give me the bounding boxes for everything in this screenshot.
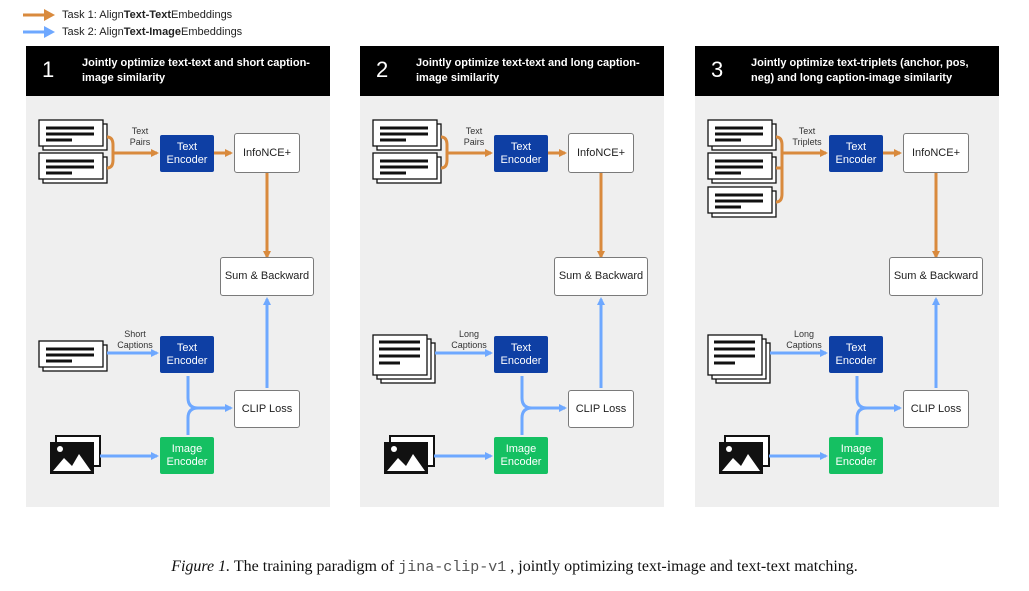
text-doc-icon-3	[707, 186, 777, 218]
panel-1-connectors	[38, 119, 271, 474]
long-caption-doc-icon	[372, 334, 436, 384]
legend-task2-suffix: Embeddings	[181, 25, 243, 38]
panel-1-text-encoder: Text Encoder	[160, 135, 214, 172]
panel-3-connectors	[707, 119, 940, 474]
legend-task2: Task 2: Align Text-Image Embeddings	[22, 23, 242, 40]
long-caption-doc-icon	[707, 334, 771, 384]
panel-1-number: 1	[42, 57, 55, 82]
caption-model-name: jina-clip-v1	[398, 559, 507, 576]
panel-3-infonce: InfoNCE+	[903, 133, 969, 173]
panel-2-caption-encoder: Text Encoder	[494, 336, 548, 373]
panel-3-number: 3	[711, 57, 724, 82]
legend-task1-suffix: Embeddings	[171, 8, 233, 21]
text-doc-icon-2	[707, 152, 777, 184]
panel-1-image-encoder: Image Encoder	[160, 437, 214, 474]
panel-2: 2 Jointly optimize text-text and long ca…	[360, 46, 664, 507]
panel-2-connectors	[372, 119, 605, 474]
caption-doc-icon	[38, 340, 108, 372]
panel-1-caption-label: Short Captions	[117, 329, 153, 350]
panel-2-number: 2	[376, 57, 389, 82]
caption-text-after: , jointly optimizing text-image and text…	[506, 558, 858, 575]
legend: Task 1: Align Text-Text Embeddings Task …	[22, 6, 242, 40]
panel-3-text-encoder: Text Encoder	[829, 135, 883, 172]
panel-2-infonce: InfoNCE+	[568, 133, 634, 173]
panel-1-clip-loss: CLIP Loss	[234, 390, 300, 428]
orange-arrow-icon	[23, 8, 55, 21]
panel-1-sum-backward: Sum & Backward	[220, 257, 314, 296]
panel-2-header: 2 Jointly optimize text-text and long ca…	[360, 46, 664, 96]
legend-task2-prefix: Task 2: Align	[62, 25, 124, 38]
image-stack-icon	[719, 435, 770, 474]
panel-3-image-encoder: Image Encoder	[829, 437, 883, 474]
legend-task1-bold: Text-Text	[123, 8, 172, 21]
legend-task1-prefix: Task 1: Align	[62, 8, 124, 21]
panel-3-sum-backward: Sum & Backward	[889, 257, 983, 296]
text-doc-icon-1	[38, 119, 108, 151]
text-doc-icon-1	[372, 119, 442, 151]
image-stack-icon	[384, 435, 435, 474]
panel-2-title: Jointly optimize text-text and long capt…	[416, 57, 640, 84]
panel-2-pair-label: Text Pairs	[463, 126, 485, 147]
caption-text-before: The training paradigm of	[230, 558, 399, 575]
panel-2-text-encoder: Text Encoder	[494, 135, 548, 172]
panel-2-caption-label: Long Captions	[451, 329, 487, 350]
blue-arrow-icon	[23, 25, 55, 38]
panel-2-sum-backward: Sum & Backward	[554, 257, 648, 296]
legend-task1: Task 1: Align Text-Text Embeddings	[22, 6, 242, 23]
panel-3-header: 3 Jointly optimize text-triplets (anchor…	[695, 46, 999, 96]
text-doc-icon-2	[372, 152, 442, 184]
panel-3-caption-encoder: Text Encoder	[829, 336, 883, 373]
panel-3-clip-loss: CLIP Loss	[903, 390, 969, 428]
panel-1-infonce: InfoNCE+	[234, 133, 300, 173]
image-stack-icon	[50, 435, 101, 474]
panel-1-caption-encoder: Text Encoder	[160, 336, 214, 373]
panel-3-caption-label: Long Captions	[786, 329, 822, 350]
text-doc-icon-1	[707, 119, 777, 151]
panel-3-triplet-label: Text Triplets	[792, 126, 822, 147]
panel-3: 3 Jointly optimize text-triplets (anchor…	[695, 46, 999, 507]
figure-caption: Figure 1. The training paradigm of jina-…	[0, 558, 1029, 576]
panel-1: 1 Jointly optimize text-text and short c…	[26, 46, 330, 507]
panel-2-image-encoder: Image Encoder	[494, 437, 548, 474]
figure-label: Figure 1.	[171, 558, 231, 575]
panel-1-title: Jointly optimize text-text and short cap…	[82, 57, 310, 84]
panel-1-pair-label: Text Pairs	[129, 126, 151, 147]
panel-1-header: 1 Jointly optimize text-text and short c…	[26, 46, 330, 96]
panel-3-title: Jointly optimize text-triplets (anchor, …	[751, 57, 969, 84]
text-doc-icon-2	[38, 152, 108, 184]
legend-task2-bold: Text-Image	[123, 25, 182, 38]
panel-2-clip-loss: CLIP Loss	[568, 390, 634, 428]
